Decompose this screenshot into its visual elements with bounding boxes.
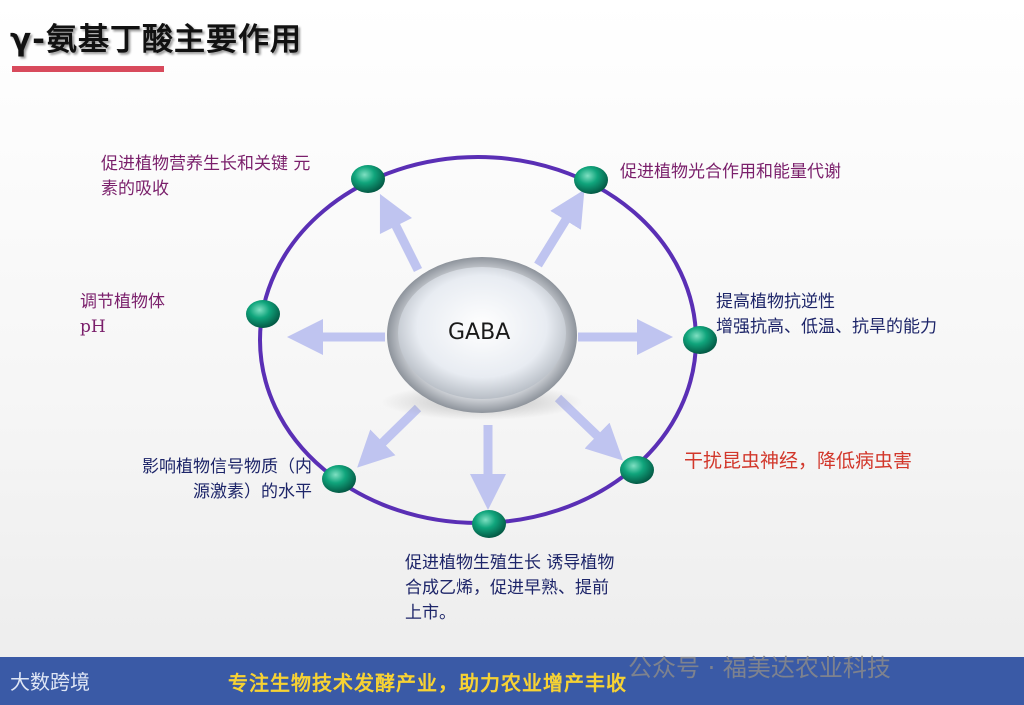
label-hormone: 影响植物信号物质（内源激素）的水平	[136, 455, 312, 505]
node-stress	[683, 326, 717, 354]
node-photosynthesis	[574, 166, 608, 194]
node-ph	[246, 300, 280, 328]
label-ph: 调节植物体pH	[80, 290, 190, 340]
node-growth	[472, 510, 506, 538]
node-pest	[620, 456, 654, 484]
center-label-gaba: GABA	[448, 320, 510, 345]
arrow-hormone	[370, 408, 418, 455]
label-stress-title: 提高植物抗逆性	[716, 290, 986, 315]
node-nutrient	[351, 165, 385, 193]
label-growth: 促进植物生殖生长 诱导植物合成乙烯，促进早熟、提前上市。	[405, 551, 623, 626]
node-hormone	[322, 465, 356, 493]
footer-slogan: 专注生物技术发酵产业，助力农业增产丰收	[228, 667, 627, 696]
arrow-photosynthesis	[538, 205, 575, 265]
footer-logo: 大数跨境	[10, 666, 90, 695]
label-photosynthesis: 促进植物光合作用和能量代谢	[620, 160, 882, 185]
label-stress-detail: 增强抗高、低温、抗旱的能力	[716, 315, 986, 340]
arrow-nutrient	[388, 210, 418, 270]
label-nutrient: 促进植物营养生长和关键 元素的吸收	[101, 152, 319, 202]
label-pest: 干扰昆虫神经，降低病虫害	[684, 449, 1004, 474]
wechat-watermark: 公众号 · 福美达农业科技	[628, 648, 891, 683]
